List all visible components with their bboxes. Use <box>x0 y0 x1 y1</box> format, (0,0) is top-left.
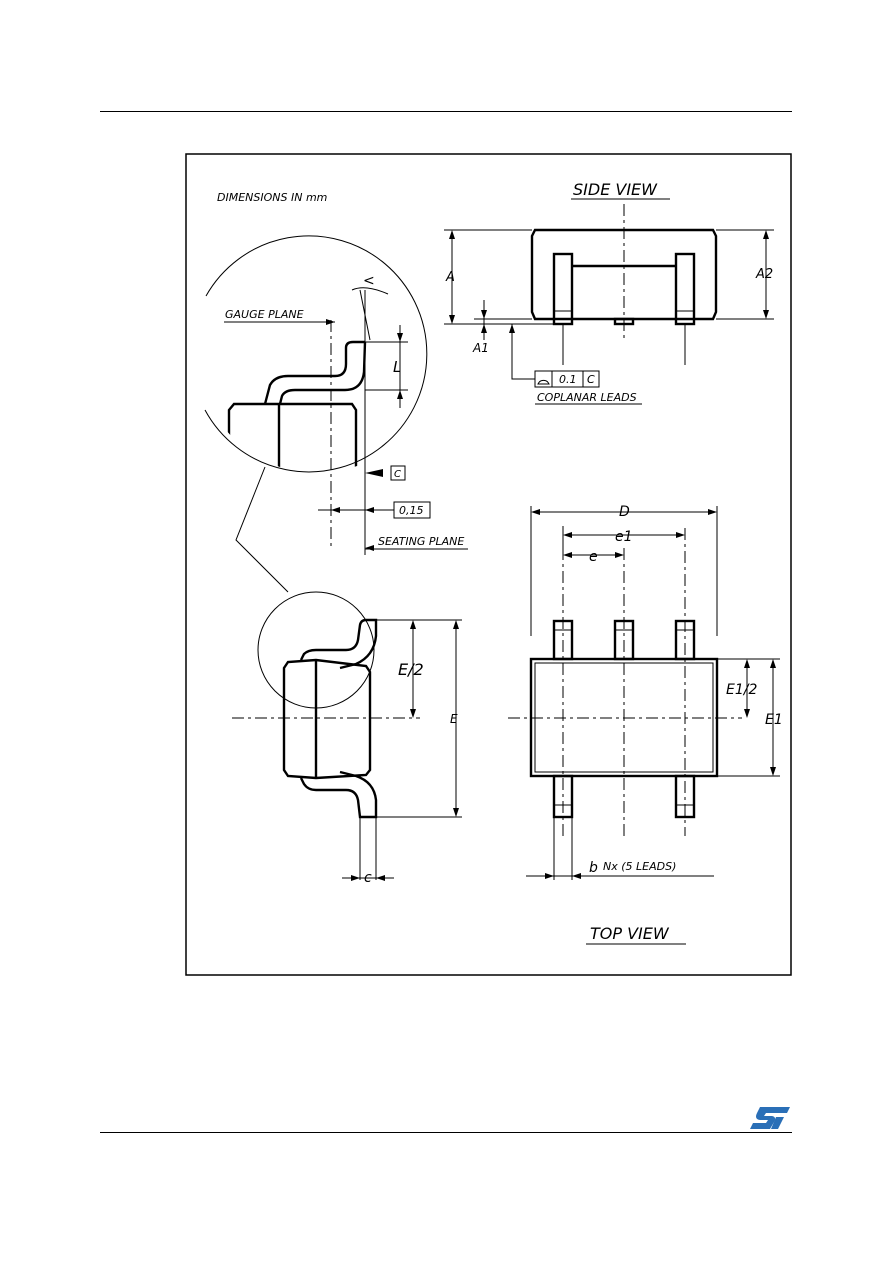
side-body <box>530 228 718 321</box>
dim-e1-full-label: E1 <box>765 712 783 728</box>
st-logo-s <box>750 1107 790 1129</box>
side-view-title: SIDE VIEW <box>573 180 658 199</box>
dim-c-label: c <box>364 870 372 886</box>
dim-e-half-label: E/2 <box>398 660 424 679</box>
st-logo <box>750 1107 790 1129</box>
dim-a2-label: A2 <box>755 267 773 282</box>
dim-l-label: L <box>393 358 401 376</box>
dim-b-label: b <box>589 860 598 876</box>
detail-circle <box>204 235 428 473</box>
dim-a1-label: A1 <box>472 341 489 355</box>
side-lead-right <box>674 252 696 326</box>
side-view: SIDE VIEW A A1 A2 <box>444 180 774 405</box>
seating-plane-label: SEATING PLANE <box>378 535 464 548</box>
footer-rule <box>100 1132 792 1133</box>
coplanar-leads-label: COPLANAR LEADS <box>537 391 637 404</box>
coplanarity-datum: C <box>587 373 595 386</box>
dim-angle-label: < <box>363 273 375 289</box>
dim-pitch-label: e <box>589 549 598 565</box>
end-view: E/2 E c <box>232 591 462 886</box>
end-body <box>282 658 372 780</box>
coplanarity-value: 0.1 <box>559 373 577 386</box>
gauge-value: 0,15 <box>399 504 424 517</box>
top-view: D e1 e E1/2 E1 b Nx (5 LEADS) TOP VIEW <box>508 504 783 945</box>
drawing-frame <box>185 153 792 976</box>
st-logo-t <box>771 1117 784 1129</box>
dim-e1-half-label: E1/2 <box>726 682 757 698</box>
datum-c-label: C <box>394 469 401 480</box>
dimensions-note: DIMENSIONS IN mm <box>217 191 327 204</box>
gauge-plane-label: GAUGE PLANE <box>225 308 304 321</box>
side-lead-left <box>552 252 574 326</box>
top-view-title: TOP VIEW <box>590 924 670 943</box>
lead-detail: L < GAUGE PLANE C 0,15 SEATING PLANE <box>204 235 468 593</box>
leads-note: Nx (5 LEADS) <box>603 860 676 873</box>
dim-e-label: E <box>450 712 458 726</box>
dim-d-label: D <box>619 504 630 520</box>
profile-surface-icon <box>537 379 550 385</box>
dim-a-label: A <box>445 270 455 285</box>
dim-e1-label: e1 <box>615 529 633 545</box>
header-rule <box>100 111 792 112</box>
